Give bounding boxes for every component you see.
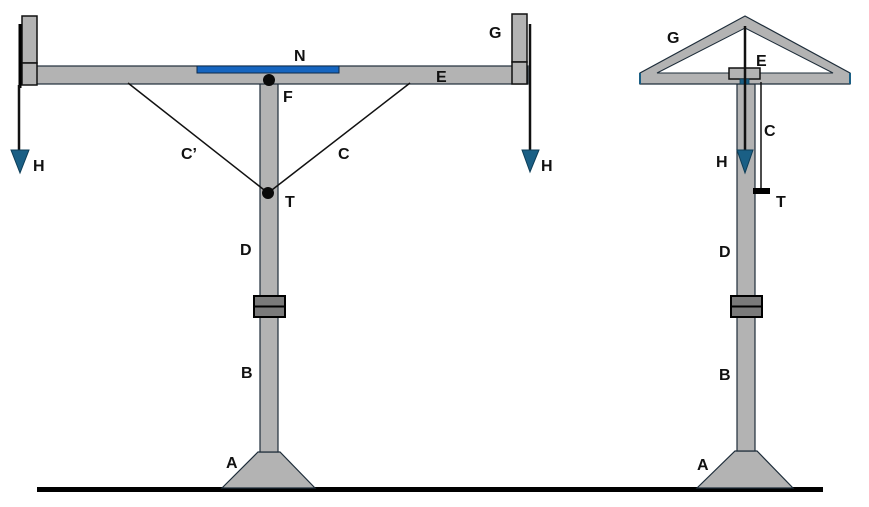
front-left-weight-icon	[10, 149, 30, 175]
label-front-right-cable: C	[338, 146, 350, 163]
label-front-top-plate: N	[294, 48, 306, 65]
label-side-base: A	[697, 457, 709, 474]
front-top-plate	[196, 65, 340, 74]
front-coupling	[253, 295, 286, 318]
label-side-lower-column: B	[719, 367, 731, 384]
front-left-cable	[127, 82, 269, 194]
front-column	[259, 77, 279, 453]
front-right-weight-icon	[521, 149, 540, 174]
label-side-beam: E	[756, 53, 767, 70]
label-front-left-cable: C’	[181, 146, 197, 163]
label-front-end-post: G	[489, 25, 501, 42]
label-front-lower-column: B	[241, 365, 253, 382]
front-base	[220, 451, 317, 489]
side-view: A B D E G H C T	[639, 15, 851, 489]
front-view: A B D E F G H H N C’ C T	[10, 13, 553, 489]
side-base	[695, 450, 795, 489]
front-right-end-post	[511, 13, 528, 85]
label-front-cable-anchor: T	[285, 194, 295, 211]
label-side-weight: H	[716, 154, 728, 171]
label-front-left-weight: H	[33, 158, 45, 175]
label-front-base: A	[226, 455, 238, 472]
side-cable-anchor	[753, 188, 770, 194]
label-front-upper-column: D	[240, 242, 252, 259]
ground-line	[37, 487, 823, 492]
front-top-pivot	[263, 74, 275, 86]
front-cable-anchor	[262, 187, 274, 199]
side-coupling	[730, 295, 763, 318]
front-left-end-post	[18, 15, 38, 88]
label-front-top-pivot: F	[283, 89, 293, 106]
front-right-cable	[267, 82, 411, 194]
label-front-right-weight: H	[541, 158, 553, 175]
label-front-beam: E	[436, 69, 447, 86]
side-weight-icon	[736, 149, 754, 175]
label-side-cable: C	[764, 123, 776, 140]
label-side-upper-column: D	[719, 244, 731, 261]
label-side-roof-frame: G	[667, 30, 679, 47]
label-side-cable-anchor: T	[776, 194, 786, 211]
